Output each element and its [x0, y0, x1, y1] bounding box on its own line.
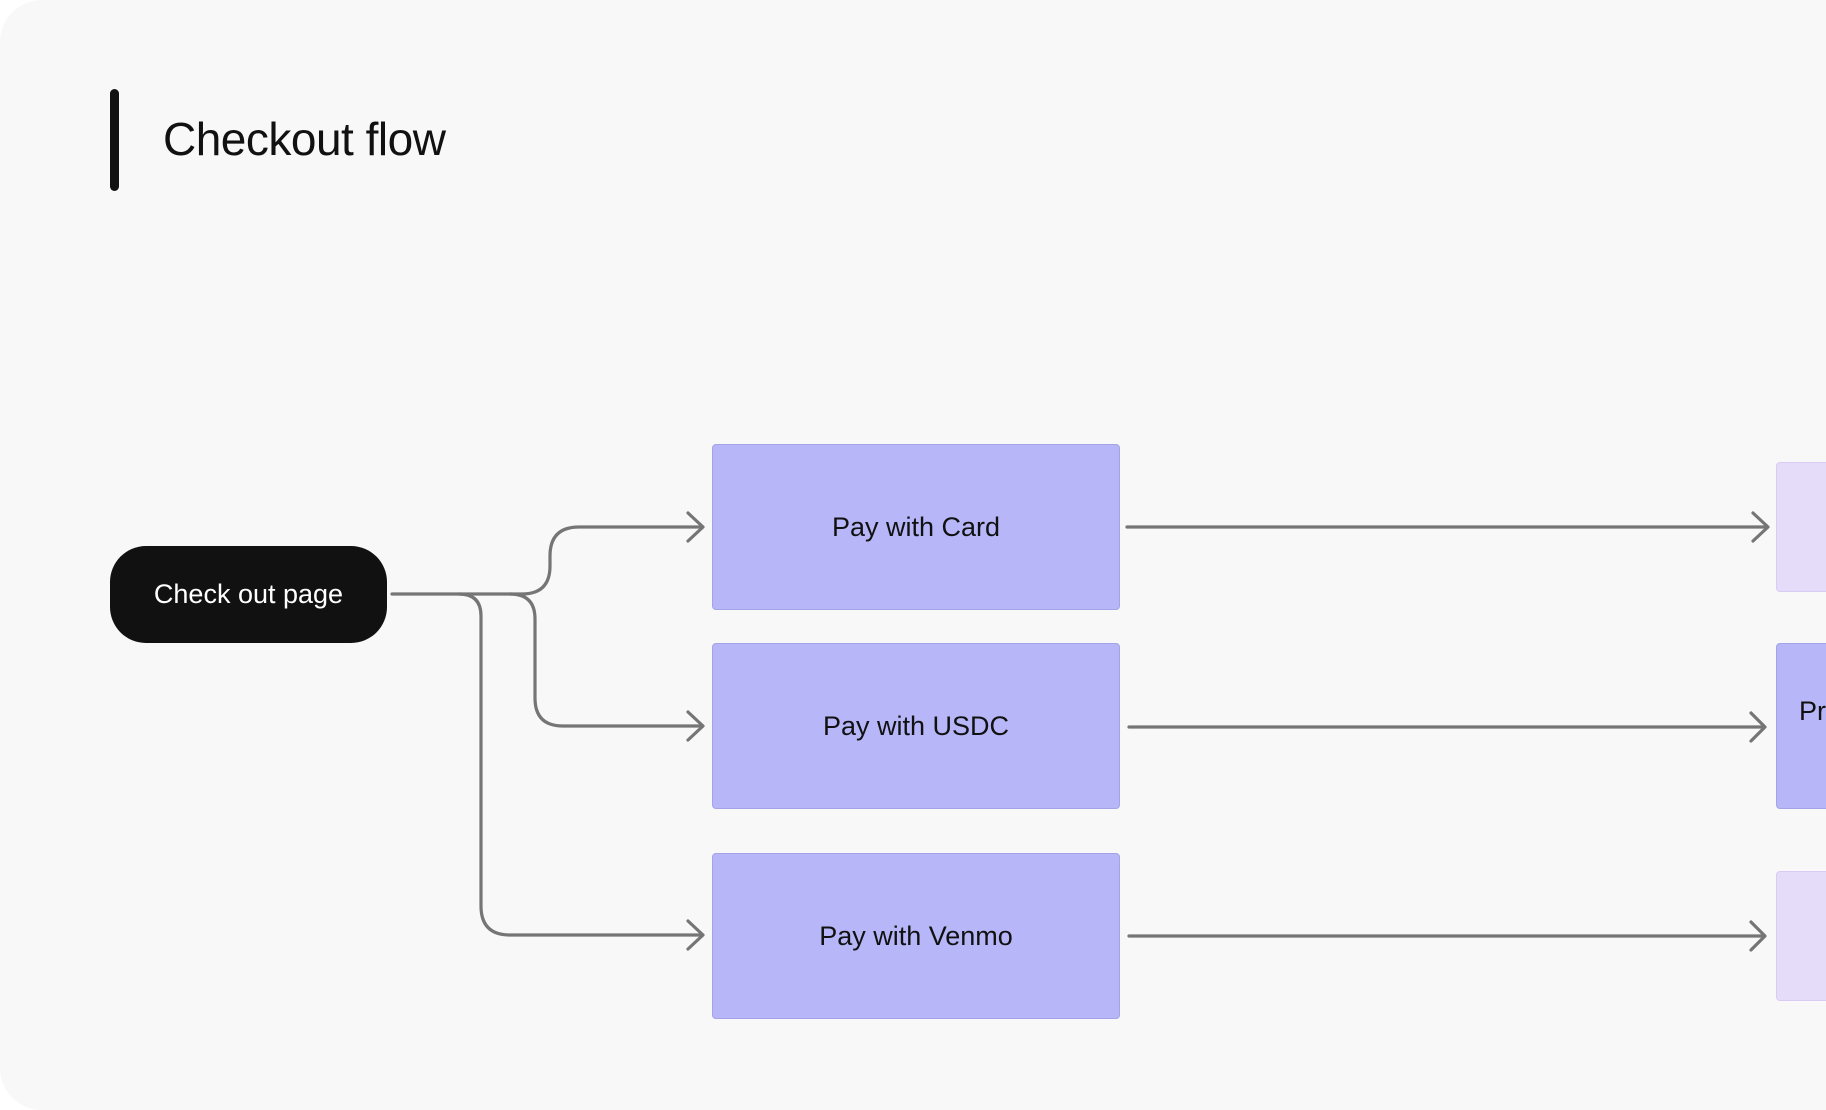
- node-label: Pay with Card: [831, 511, 1001, 542]
- node-pay-with-venmo[interactable]: Pay with Venmo: [712, 853, 1120, 1019]
- connector-to-card: [520, 525, 704, 596]
- arrowhead-venmo: [686, 919, 705, 951]
- right-node-top[interactable]: [1776, 462, 1826, 592]
- arrowhead-card-right: [1751, 511, 1770, 543]
- start-node-check-out-page[interactable]: Check out page: [110, 546, 387, 643]
- right-node-middle[interactable]: Pr: [1776, 643, 1826, 809]
- connector-to-usdc: [508, 592, 704, 728]
- arrowhead-usdc-right: [1749, 711, 1767, 743]
- node-pay-with-card[interactable]: Pay with Card: [712, 444, 1120, 610]
- arrowhead-usdc: [686, 710, 705, 742]
- node-label: Pr: [1799, 696, 1826, 726]
- node-label: Pay with USDC: [822, 710, 1010, 741]
- arrowhead-card: [686, 511, 705, 543]
- title-accent-bar: [110, 89, 119, 191]
- start-node-label: Check out page: [153, 579, 344, 609]
- right-node-bottom[interactable]: [1776, 871, 1826, 1001]
- diagram-title: Checkout flow: [163, 113, 446, 165]
- node-pay-with-usdc[interactable]: Pay with USDC: [712, 643, 1120, 809]
- arrowhead-venmo-right: [1749, 920, 1767, 952]
- connector-to-venmo: [457, 592, 704, 937]
- node-label: Pay with Venmo: [819, 920, 1013, 951]
